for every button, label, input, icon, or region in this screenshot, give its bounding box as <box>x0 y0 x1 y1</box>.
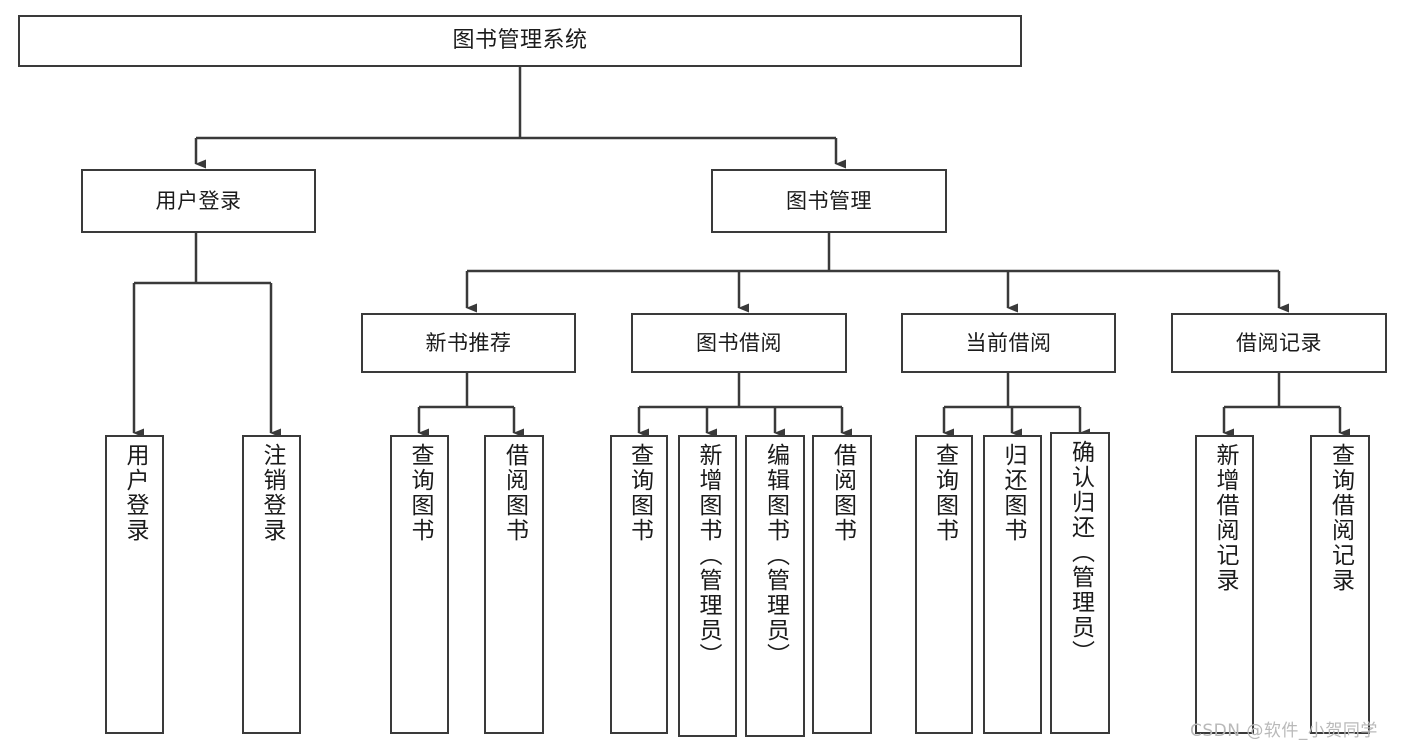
node-label: 图书管理系统 <box>452 28 588 54</box>
leaf-return-book[interactable]: 归还图书 <box>983 435 1042 734</box>
node-label: 查询图书 <box>931 443 958 543</box>
node-label: 注销登录 <box>259 443 285 543</box>
leaf-add-borrow-record[interactable]: 新增借阅记录 <box>1195 435 1254 734</box>
node-label: 新增借阅记录 <box>1212 443 1238 593</box>
node-label: 编辑图书（管理员） <box>762 443 789 668</box>
node-label: 确认归还（管理员） <box>1067 440 1094 665</box>
node-label: 用户登录 <box>155 188 242 213</box>
leaf-query-book-current[interactable]: 查询图书 <box>915 435 973 734</box>
node-label: 查询借阅记录 <box>1327 443 1354 593</box>
leaf-confirm-return-admin[interactable]: 确认归还（管理员） <box>1050 432 1110 734</box>
node-label: 归还图书 <box>1000 443 1026 543</box>
node-label: 借阅图书 <box>829 443 856 543</box>
node-new-book-recommendation[interactable]: 新书推荐 <box>361 313 576 373</box>
node-label: 图书管理 <box>786 188 872 213</box>
leaf-query-book-newbook[interactable]: 查询图书 <box>390 435 449 734</box>
node-label: 查询图书 <box>626 443 653 543</box>
node-label: 借阅记录 <box>1236 330 1322 355</box>
node-label: 新增图书（管理员） <box>695 443 721 668</box>
leaf-borrow-book[interactable]: 借阅图书 <box>812 435 872 734</box>
node-user-login[interactable]: 用户登录 <box>81 169 316 233</box>
node-book-borrowing[interactable]: 图书借阅 <box>631 313 847 373</box>
node-borrowing-record[interactable]: 借阅记录 <box>1171 313 1387 373</box>
leaf-borrow-book-newbook[interactable]: 借阅图书 <box>484 435 544 734</box>
node-current-borrowing[interactable]: 当前借阅 <box>901 313 1116 373</box>
leaf-logout[interactable]: 注销登录 <box>242 435 301 734</box>
leaf-add-book-admin[interactable]: 新增图书（管理员） <box>678 435 737 737</box>
node-label: 借阅图书 <box>501 443 528 543</box>
node-label: 用户登录 <box>122 443 148 543</box>
watermark-text: CSDN @软件_小贺同学 <box>1190 721 1378 741</box>
node-label: 查询图书 <box>407 443 433 543</box>
node-label: 图书借阅 <box>696 330 782 355</box>
node-label: 新书推荐 <box>425 330 512 355</box>
leaf-edit-book-admin[interactable]: 编辑图书（管理员） <box>745 435 805 737</box>
leaf-query-book-borrow[interactable]: 查询图书 <box>610 435 668 734</box>
node-book-management[interactable]: 图书管理 <box>711 169 947 233</box>
node-root-book-management-system[interactable]: 图书管理系统 <box>18 15 1022 67</box>
leaf-user-login[interactable]: 用户登录 <box>105 435 164 734</box>
leaf-query-borrow-record[interactable]: 查询借阅记录 <box>1310 435 1370 734</box>
node-label: 当前借阅 <box>965 330 1052 355</box>
